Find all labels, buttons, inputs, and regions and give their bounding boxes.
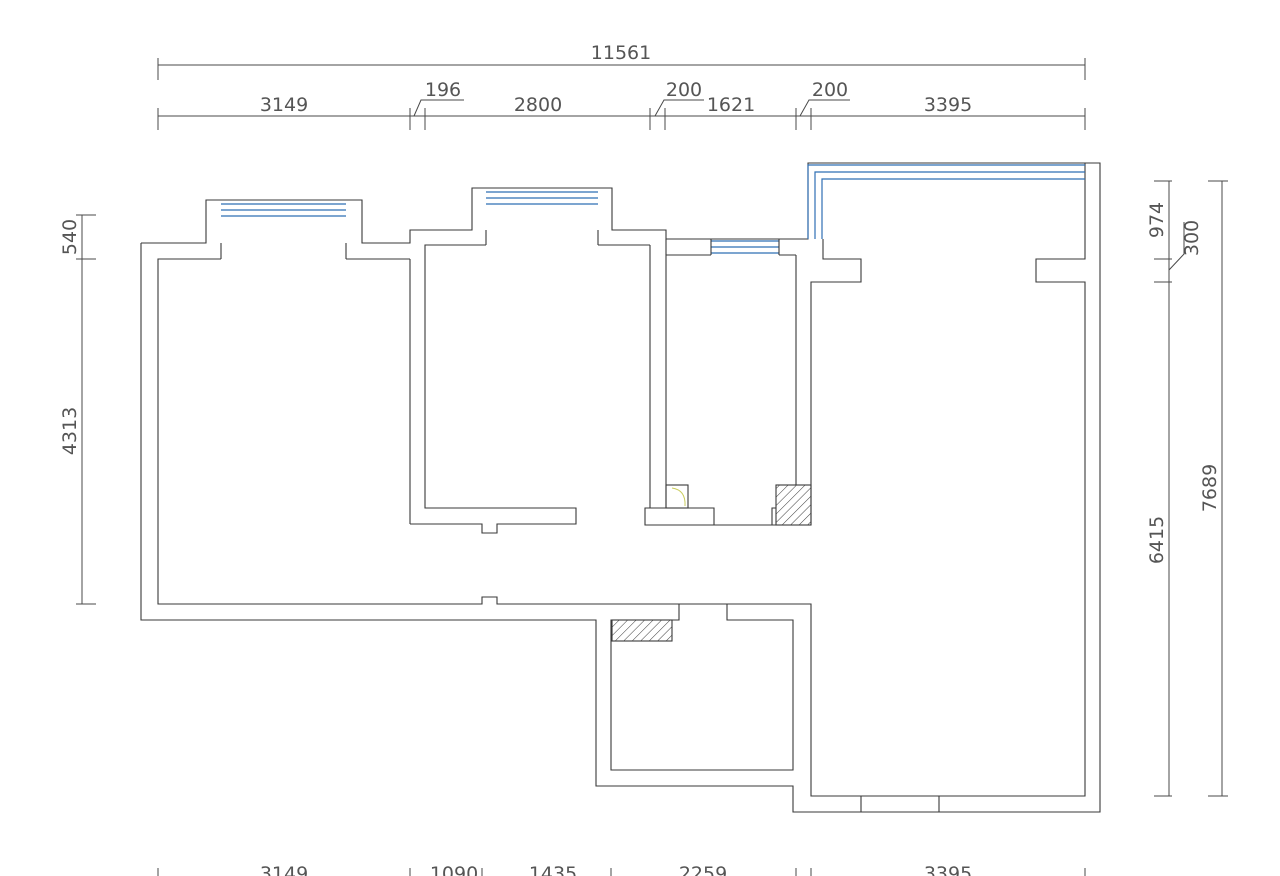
dim-top-seg-3: 2800 [514,94,562,116]
dim-bottom-3: 1435 [529,863,577,876]
top-dimension-chain: 11561 3149 196 2800 200 1621 200 3395 [157,42,1086,130]
room-middle-inner [410,244,577,534]
dim-right-overall: 7689 [1199,464,1221,512]
window-living-balcony [807,164,1085,239]
shaft-kitchen [611,619,673,642]
dim-bottom-5: 3395 [924,863,972,876]
dim-bottom-1: 3149 [260,863,308,876]
window-middle-bedroom [486,191,598,205]
dim-top-seg-2: 196 [425,79,461,101]
dim-top-seg-1: 3149 [260,94,308,116]
dim-top-overall: 11561 [591,42,651,64]
dim-right-1: 974 [1146,202,1168,238]
room-living-right [939,163,1086,797]
left-dimension-chain: 540 4313 [59,214,96,605]
dim-bottom-4: 2259 [679,863,727,876]
right-dimension-chain: 974 300 6415 7689 [1146,180,1228,797]
windows [221,164,1085,255]
dim-top-seg-6: 200 [812,79,848,101]
dim-left-2: 4313 [59,407,81,455]
bottom-dimension-chain: 3149 1090 1435 2259 3395 [157,863,1086,876]
dim-top-seg-7: 3395 [924,94,972,116]
dim-left-1: 540 [59,219,81,255]
dim-right-3: 6415 [1146,516,1168,564]
room-living-inner [810,239,862,525]
room-left-inner [157,258,861,797]
dim-top-seg-4: 200 [666,79,702,101]
dim-right-2: 300 [1181,220,1203,256]
window-left-bedroom [221,203,346,217]
dim-bottom-2: 1090 [430,863,478,876]
dim-top-seg-5: 1621 [707,94,755,116]
outer-wall [141,162,1101,813]
window-bathroom [710,239,780,255]
room-bath-inner [644,254,811,526]
toilet-fixture [665,484,689,509]
shaft-bathroom [775,484,812,526]
walls [140,162,1101,813]
